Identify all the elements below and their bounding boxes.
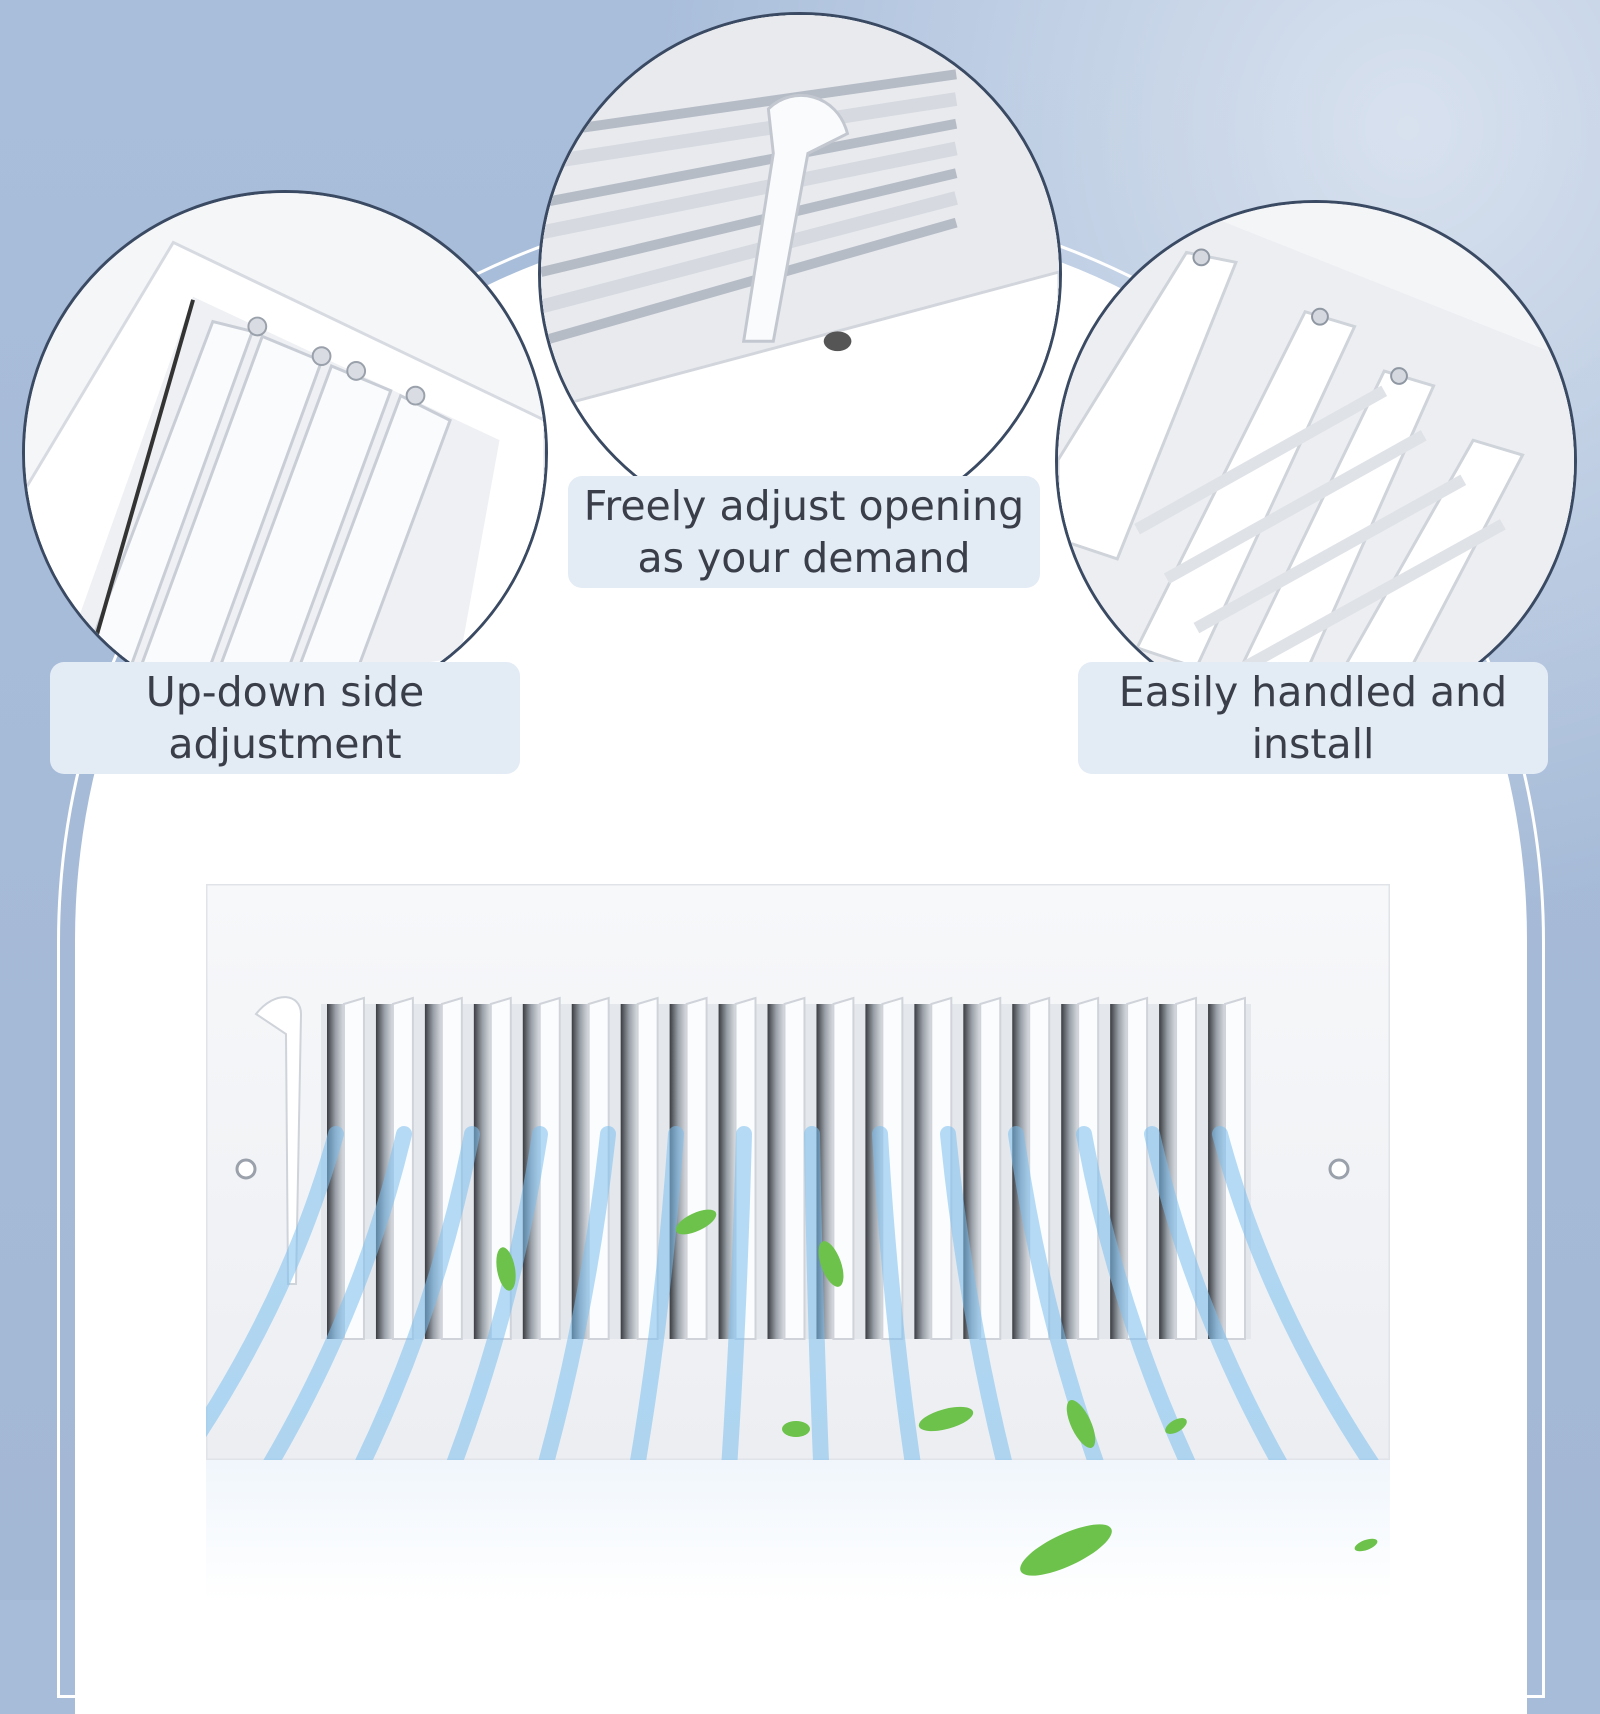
callout-up-down-side-adjustment: Up-down side adjustment — [50, 662, 520, 774]
leaf — [1354, 1538, 1378, 1552]
callout-freely-adjust-opening: Freely adjust opening as your demand — [568, 476, 1040, 588]
airflow-streak — [872, 1126, 921, 1460]
louver-slot — [718, 1004, 736, 1339]
louver-frame-detail-image — [1058, 203, 1574, 719]
louver-blade — [832, 996, 855, 1340]
grille-illustration — [206, 884, 1390, 1460]
detail-circle-opening-adjustment — [538, 12, 1062, 536]
airflow-streak — [263, 1126, 412, 1460]
louver-slot — [473, 1004, 491, 1339]
leaf — [675, 1209, 717, 1235]
louver-slot — [767, 1004, 785, 1339]
louver-slot — [620, 1004, 638, 1339]
callout-easily-handled-install: Easily handled and install — [1078, 662, 1548, 774]
louver-blade — [685, 996, 708, 1340]
callout-right-text: Easily handled and install — [1118, 668, 1508, 768]
falling-leaves — [1020, 1524, 1378, 1576]
airflow-streak — [1212, 1126, 1379, 1460]
airflow-fade — [206, 1460, 1390, 1600]
airflow-streak — [538, 1126, 616, 1460]
louver-side-detail-image — [25, 193, 545, 713]
leaf — [1066, 1400, 1096, 1448]
detail-circle-side-adjustment — [22, 190, 548, 716]
airflow-streak — [446, 1126, 548, 1460]
callout-center-text: Freely adjust opening as your demand — [583, 482, 1025, 582]
leaf — [496, 1247, 516, 1291]
louver-slot — [1208, 1004, 1225, 1339]
airflow-streak — [1076, 1126, 1196, 1460]
screw-hole-left — [235, 1158, 257, 1180]
screw-hole-right — [1328, 1158, 1350, 1180]
leaf — [1020, 1524, 1112, 1576]
airflow-streak — [804, 1126, 829, 1460]
leaf — [782, 1421, 810, 1437]
callout-left-text: Up-down side adjustment — [145, 668, 425, 768]
leaf — [1165, 1418, 1187, 1434]
detail-circle-easy-install — [1055, 200, 1577, 722]
louver-blade — [979, 996, 1002, 1340]
airflow-streak — [355, 1126, 480, 1460]
louver-slot — [327, 1004, 344, 1339]
louver-blade — [1126, 996, 1149, 1340]
airflow-streak — [721, 1126, 752, 1460]
louver-slot — [1061, 1004, 1079, 1339]
airflow-streak — [206, 1126, 344, 1438]
louver-blade — [783, 996, 806, 1340]
leaf — [818, 1241, 844, 1287]
louver-slot — [865, 1004, 883, 1339]
floor-register-grille — [206, 884, 1390, 1460]
damper-lever — [254, 996, 303, 1285]
damper-lever-detail-image — [541, 15, 1059, 533]
louver-slot — [914, 1004, 932, 1339]
airflow-streak — [630, 1126, 684, 1460]
airflow-streak — [1144, 1126, 1288, 1460]
louver-blade — [342, 996, 365, 1340]
louver-slot — [375, 1004, 393, 1339]
leaf — [918, 1406, 974, 1432]
louver-blade — [538, 996, 561, 1340]
louver-blade — [930, 996, 953, 1340]
floating-leaves — [496, 1209, 1187, 1448]
airflow-streak — [940, 1126, 1012, 1460]
